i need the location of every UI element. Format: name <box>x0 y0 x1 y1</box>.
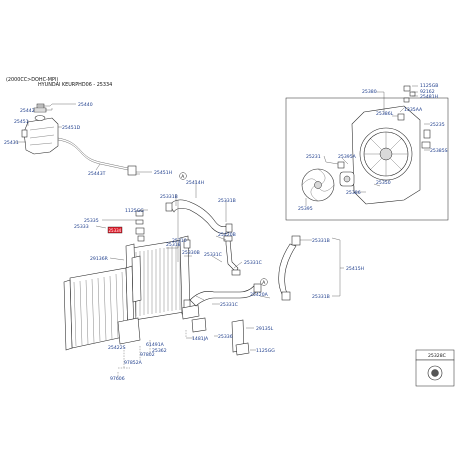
engine-spec-text: (2000CC>DOHC-MPI) <box>6 77 58 83</box>
label-25386L: 25386L <box>376 111 394 117</box>
radiator-cap-assembly: 25334 <box>107 210 145 242</box>
label-29136R: 29136R <box>90 256 109 262</box>
label-25415H: 25415H <box>346 266 364 272</box>
label-25350: 25350 <box>376 180 391 186</box>
label-25386: 25386 <box>346 190 361 196</box>
label-25331B-b: 25331B <box>218 198 236 204</box>
condenser <box>63 265 141 351</box>
label-25231: 25231 <box>306 154 321 160</box>
label-25451: 25451 <box>14 119 29 125</box>
label-1335AA: 1335AA <box>404 107 423 113</box>
label-25451H: 25451H <box>154 170 172 176</box>
label-25395: 25395 <box>298 206 313 212</box>
label-25336: 25336 <box>218 334 233 340</box>
label-25443T: 25443T <box>88 171 106 177</box>
label-25385S: 25385S <box>430 148 448 154</box>
hose-clip <box>127 165 137 176</box>
label-97852A: 97852A <box>124 360 143 366</box>
label-97802: 97802 <box>140 352 155 358</box>
label-25420B: 25420B <box>218 232 236 238</box>
label-25481H: 25481H <box>420 94 438 100</box>
label-25333: 25333 <box>74 224 89 230</box>
label-1125GB: 1125GB <box>420 83 438 89</box>
label-25414H: 25414H <box>186 180 204 186</box>
bolt-1125GB <box>403 85 411 92</box>
label-25331B-a: 25331B <box>160 194 178 200</box>
label-25395A: 25395A <box>338 154 357 160</box>
fan-shroud <box>351 105 421 205</box>
callout-a-top <box>179 172 187 180</box>
label-25380: 25380 <box>362 89 377 95</box>
label-92162: 92162 <box>420 89 435 95</box>
label-25331C-c: 25331C <box>220 302 238 308</box>
label-25440: 25440 <box>78 102 93 108</box>
upper-hose <box>169 199 233 234</box>
label-25331B-d: 25331B <box>312 294 330 300</box>
legend-label: 25328C <box>428 353 446 359</box>
legend-box: 25328C <box>415 349 455 387</box>
overflow-hose <box>57 137 140 173</box>
fan-motor <box>337 161 355 187</box>
label-25451D: 25451D <box>62 125 81 131</box>
bracket-29136R <box>131 255 142 303</box>
label-25330B: 25330B <box>182 250 200 256</box>
label-25431: 25431 <box>4 140 19 146</box>
label-25442: 25442 <box>20 108 35 114</box>
fan-assembly-frame <box>285 97 449 221</box>
hose-25415H <box>278 243 297 297</box>
label-1481JA: 1481JA <box>192 336 209 342</box>
svg-text:A: A <box>181 174 184 180</box>
label-25362: 25362 <box>152 348 167 354</box>
label-25310: 25310 <box>172 238 187 244</box>
label-29135L: 29135L <box>256 326 274 332</box>
reservoir-tank <box>21 103 59 155</box>
svg-text:A: A <box>262 280 265 286</box>
label-25334: 25334 <box>109 228 122 233</box>
callout-a-bottom <box>260 278 268 286</box>
label-1125GG-a: 1125GG <box>125 208 144 214</box>
highlighted-part-25334[interactable] <box>107 226 123 234</box>
label-25331C-b: 25331C <box>244 260 262 266</box>
label-25318: 25318 <box>166 242 181 248</box>
label-61491A: 61491A <box>146 342 165 348</box>
label-1125GG-b: 1125GG <box>256 348 275 354</box>
label-25335: 25335 <box>84 218 99 224</box>
label-25420A: 25420A <box>250 292 269 298</box>
model-code-text: HYUNDAI KEURPHD06 - 25334 <box>38 82 112 88</box>
label-25331C-a: 25331C <box>204 252 222 258</box>
label-25422S: 25422S <box>108 345 126 351</box>
cooling-fan <box>301 168 335 202</box>
label-25331B-c: 25331B <box>312 238 330 244</box>
label-97606: 97606 <box>110 376 125 382</box>
label-25235: 25235 <box>430 122 445 128</box>
